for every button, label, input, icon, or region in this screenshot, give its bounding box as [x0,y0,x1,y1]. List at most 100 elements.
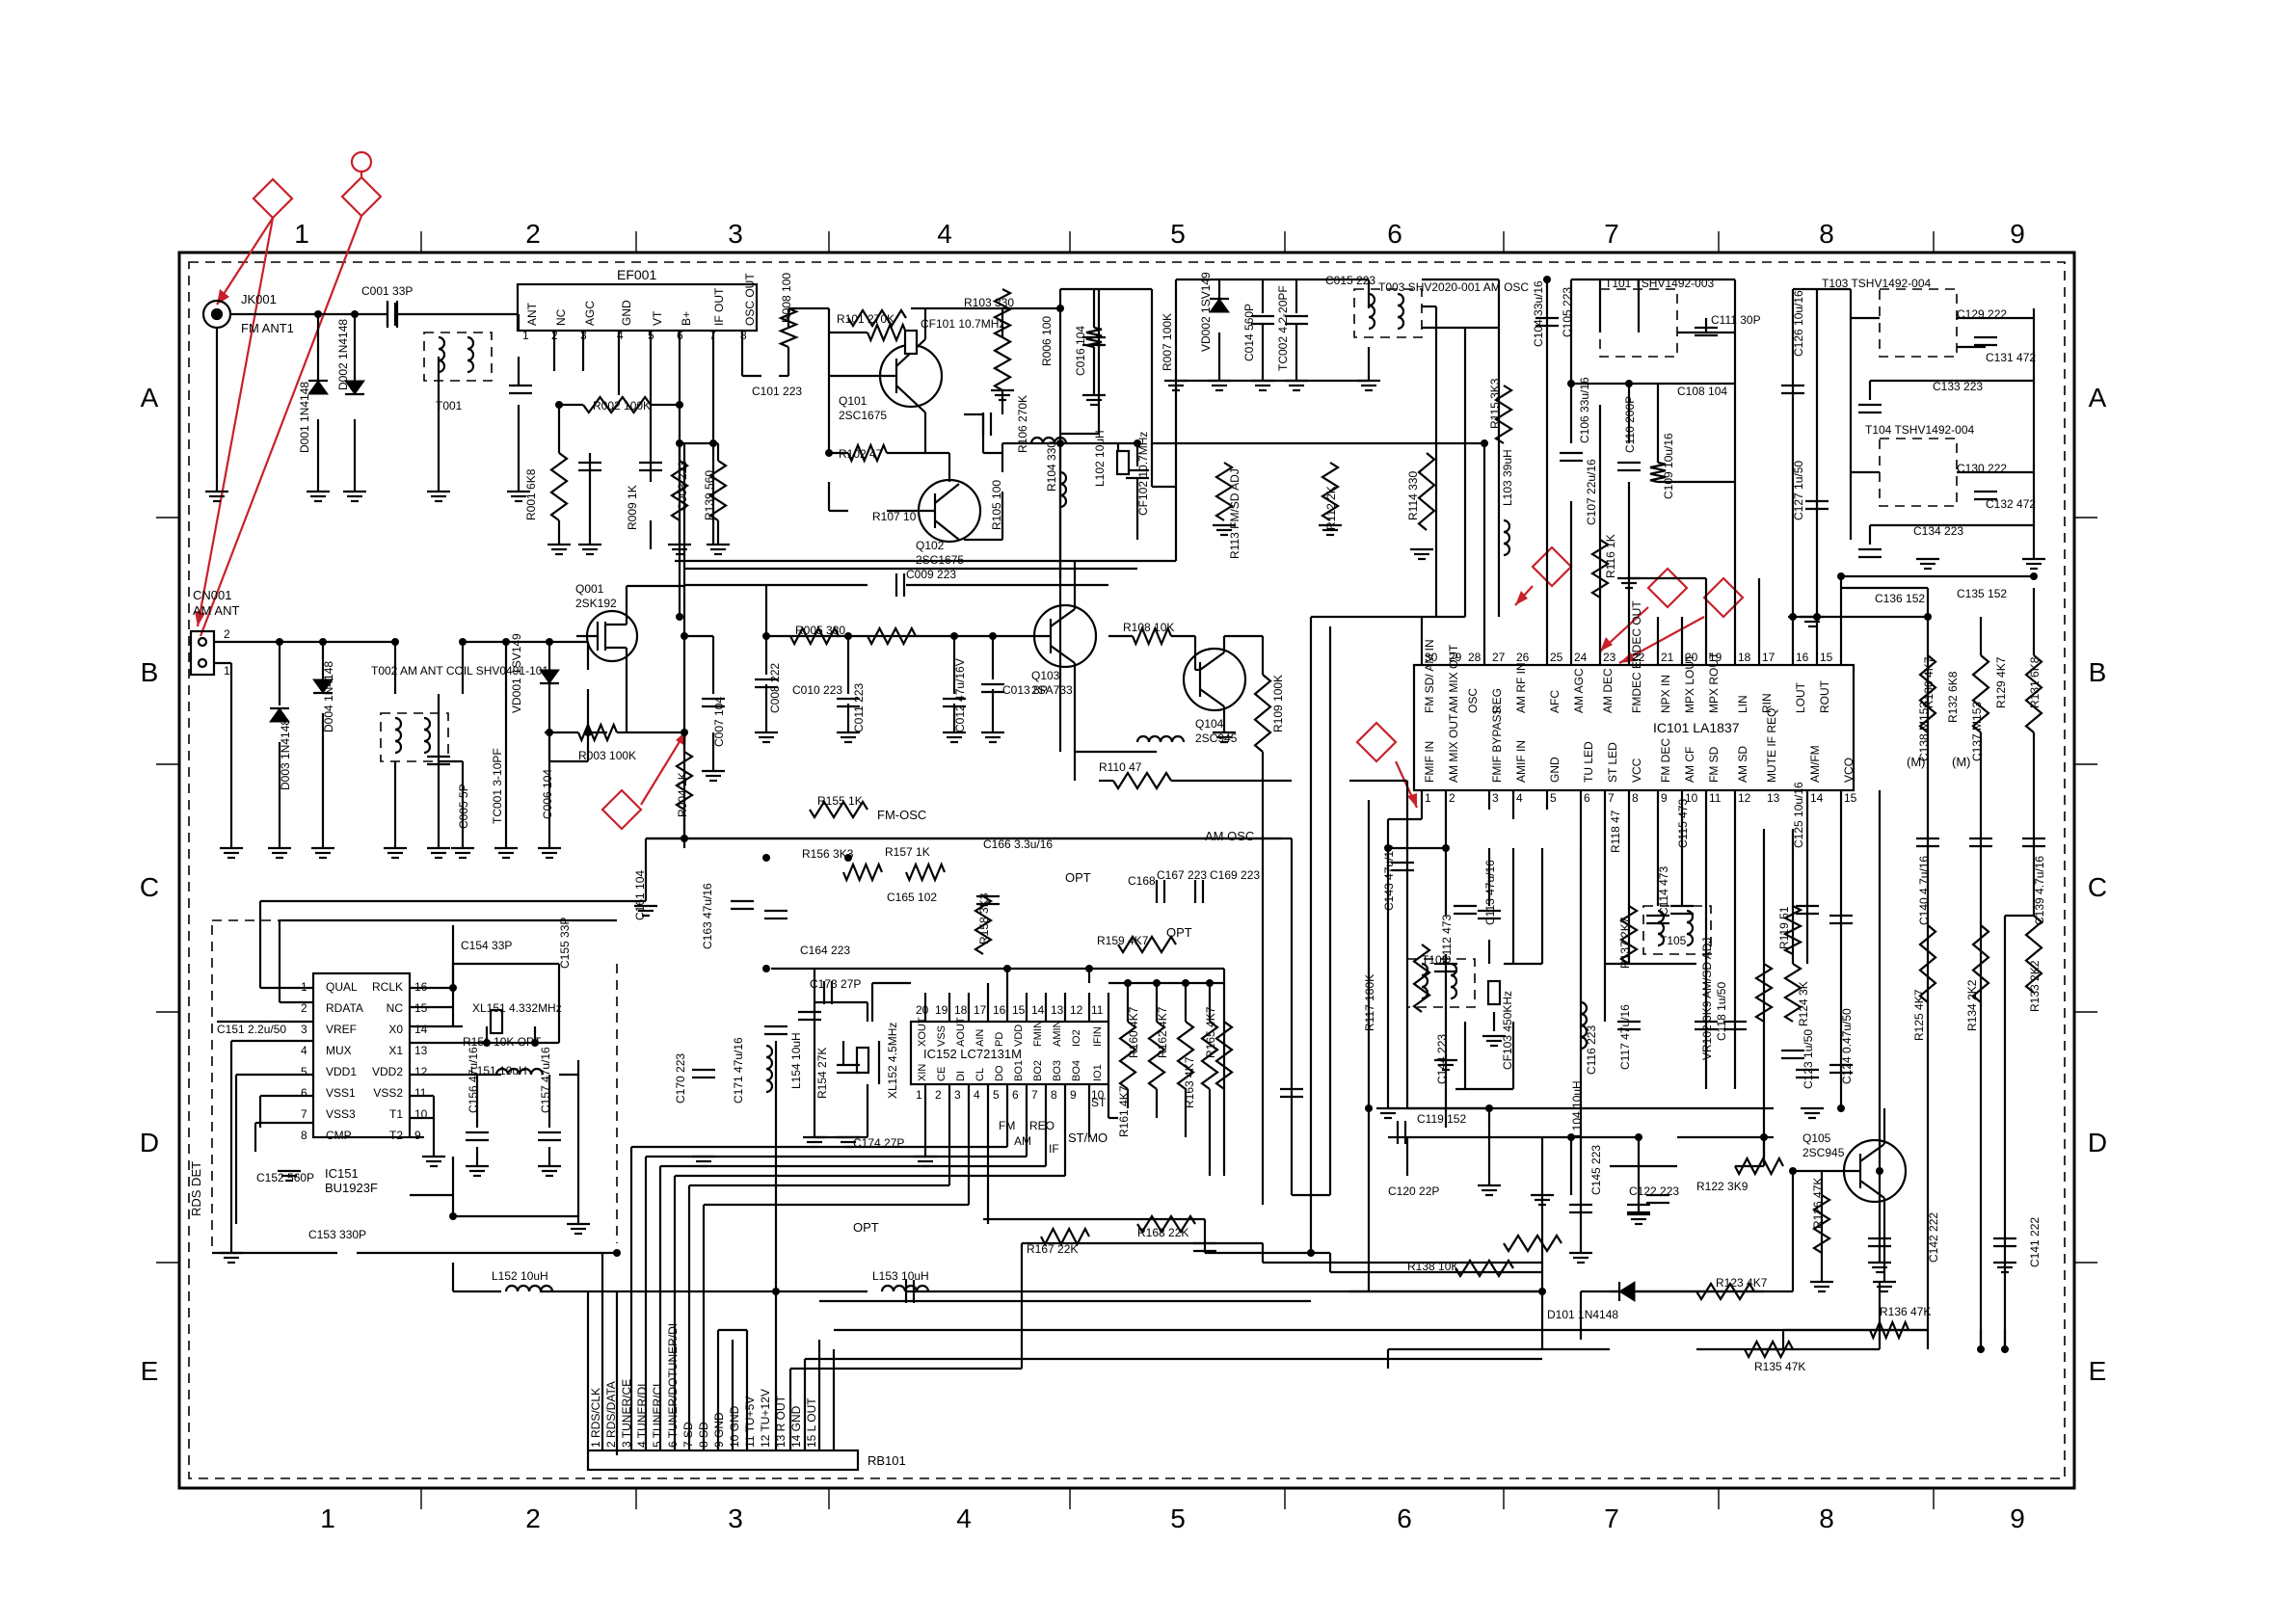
resistor-label: R160 4K7 [1127,1006,1140,1058]
grid-row-label: E [141,1356,159,1386]
ic101-pin-label: AM DEC [1601,668,1615,713]
grid-column-label: 8 [1819,219,1834,249]
resistor-symbol [1493,385,1514,444]
capacitor-label: C144 223 [1435,1034,1449,1084]
resistor-label: R125 4K7 [1912,989,1926,1041]
coil-label: T001 [436,399,463,412]
note-fm: FM [999,1119,1015,1132]
ic152-pin-number: 15 [1012,1003,1026,1017]
ic101-pin-label: REG [1490,688,1504,713]
ic152-pin-number: 1 [916,1088,922,1102]
ic152-pin-label: IO2 [1071,1029,1082,1047]
ef001-pin-number: 1 [522,329,529,342]
resistor-label: R154 27K [815,1048,829,1099]
resistor-label: R131 6K8 [2028,656,2042,708]
resistor-symbol [1320,462,1341,521]
drawing-frame [177,251,2076,1490]
capacitor-label: C007 104 [712,697,726,747]
ic152-pin-label: FMIN [1032,1021,1044,1047]
resistor-symbol [1971,924,1990,1003]
ic101-pin-label: AM CF [1683,747,1696,783]
resistor-label: R130 4K7 [1922,656,1936,708]
ic101-pin-number: 23 [1603,651,1616,664]
diode-symbol [312,678,334,694]
junction-dot [989,632,997,640]
note-st-mo: ST/MO [1068,1131,1108,1145]
coil-label: L103 39uH [1501,449,1514,506]
note-m: (M) [1907,755,1926,769]
ic151-pin-label: RCLK [372,980,403,994]
junction-dot [825,449,833,457]
capacitor-label: C137 M153 [1970,702,1984,761]
ic101-pin-number: 7 [1608,791,1615,805]
resistor-symbol [1131,625,1173,647]
capacitor-label: C152 560P [256,1171,314,1184]
ic152-pin-label: DI [955,1071,967,1081]
ic101-pin-number: 14 [1810,791,1824,805]
resistor-symbol [1782,963,1803,1023]
resistor-symbol [1214,462,1235,521]
grid-column-label: 9 [2010,1503,2025,1533]
coil-label: T003 SHV2020-001 AM OSC [1378,280,1529,294]
resistor-label: R007 100K [1161,313,1174,371]
ic152-pin-label: PD [994,1032,1005,1047]
resistor-symbol [778,306,799,349]
resistor-label: R161 4K7 [1117,1085,1131,1137]
grid-column-label: 8 [1819,1503,1834,1533]
ic101-pin-label: NPX IN [1659,675,1672,713]
resistor-label: R126 47K [1811,1178,1825,1229]
ic152-pin-number: 4 [974,1088,980,1102]
resistor-label: R137 2K7 [1618,917,1632,969]
resistor-symbol [1811,1194,1832,1254]
coil-label: T002 AM ANT COIL SHV0491-101 [371,664,548,678]
resistor-label: R158 3K3 [977,892,991,945]
diode-label: VD002 1SV149 [1199,272,1213,352]
resistor-symbol [809,799,868,820]
resistor-label: R107 10 [872,510,917,523]
coil-label: T103 TSHV1492-004 [1822,277,1932,290]
capacitor-label: C119 152 [1417,1112,1466,1126]
resistor-symbol [1618,905,1640,965]
ic151-pin-number: 9 [414,1129,421,1142]
resistor-label: R123 4K7 [1716,1276,1768,1290]
ic152-pin-number: 6 [1012,1088,1019,1102]
capacitor-label: C164 223 [800,944,850,957]
resistor-symbol [1649,461,1667,484]
crystal-label: XL151 4.332MHz [472,1001,562,1015]
cn001-pin: 2 [224,627,230,641]
grid-row-label: B [141,657,159,687]
capacitor-label: C111 30P [1711,313,1761,327]
capacitor-label: C105 223 [1561,287,1574,337]
ic101-pin-label: AM RF IN [1514,662,1528,713]
capacitor-label: C114 473 [1657,866,1670,916]
ic101-pin-number: 3 [1492,791,1499,805]
crystal-symbol [489,1008,504,1035]
junction-dot [546,638,553,646]
crystal-label: XL152 4.5MHz [886,1023,899,1099]
ic152-pin-label: BO4 [1071,1060,1082,1081]
junction-dot [950,632,958,640]
junction-dot [584,729,592,736]
ic101-pin-number: 8 [1632,791,1639,805]
diode-symbol [269,707,290,723]
junction-dot [319,638,327,646]
ic151-pin-number: 16 [414,980,428,994]
capacitor-label: C168 [1128,874,1156,888]
grid-column-label: 9 [2010,219,2025,249]
capacitor-label: C123 1u/50 [1802,1029,1815,1089]
ic151-pin-number: 3 [301,1023,307,1036]
cn001-ref: CN001 [193,588,231,602]
ic101-pin-label: AM MIX OUT [1447,644,1460,713]
resistor-symbol [1695,1281,1755,1302]
ef001-title: EF001 [617,267,656,282]
ic101-title: IC101 LA1837 [1653,720,1740,735]
resistor-symbol [1971,654,1990,733]
jk001-name: FM ANT1 [241,321,294,335]
inductor-symbol [467,335,475,374]
ic101-pin-label: FM DEC [1659,738,1672,783]
resistor-label: R151 10K OPT [463,1035,542,1049]
resistor-symbol [1918,924,1937,1003]
inductor-symbol [1657,909,1666,947]
coil-label: L154 10uH [789,1032,803,1089]
rb101-ref: RB101 [868,1453,906,1468]
